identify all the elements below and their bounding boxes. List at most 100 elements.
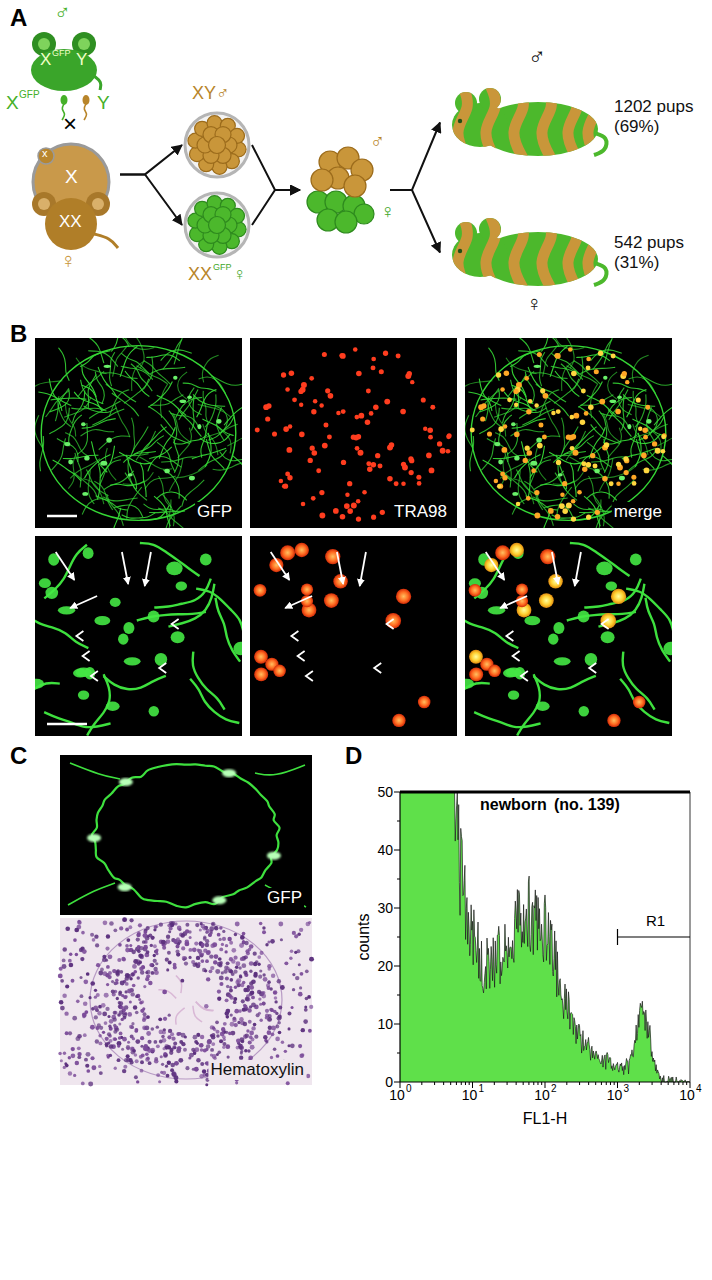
hematoxylin-section xyxy=(94,989,97,992)
gfp-network xyxy=(471,346,666,521)
gfp-cells xyxy=(45,587,58,599)
germ-cell-dots xyxy=(299,403,303,407)
hematoxylin-section xyxy=(136,994,140,998)
germ-cell-dots xyxy=(497,484,501,488)
gfp-cells xyxy=(193,652,225,710)
germ-cell-dots xyxy=(593,463,598,468)
germ-cell-dots xyxy=(588,404,593,409)
hematoxylin-section xyxy=(222,937,226,941)
hematoxylin-section xyxy=(117,1058,121,1062)
gfp-network xyxy=(107,508,121,528)
germ-cell-dots xyxy=(523,458,528,463)
germ-cell-dots xyxy=(380,510,385,515)
hematoxylin-section xyxy=(181,946,185,950)
cross-symbol: × xyxy=(63,110,77,138)
germ-cell-dots xyxy=(560,493,564,497)
hematoxylin-section xyxy=(262,930,266,934)
axes xyxy=(610,1082,611,1085)
gfp-network xyxy=(530,461,537,466)
gfp-network xyxy=(35,415,43,448)
gfp-network xyxy=(149,456,181,467)
germ-cell-dots xyxy=(417,481,422,486)
gfp-cells xyxy=(176,582,188,591)
axes xyxy=(461,1082,462,1085)
hematoxylin-section xyxy=(246,1029,249,1032)
hematoxylin-section xyxy=(148,1061,152,1065)
hematoxylin-section xyxy=(309,957,314,962)
hematoxylin-section xyxy=(295,976,299,980)
germ-cell-dots xyxy=(571,499,576,504)
germ-cell-dots xyxy=(543,393,549,399)
hematoxylin-section xyxy=(246,951,250,955)
gfp-cells xyxy=(110,598,121,607)
hematoxylin-section xyxy=(236,961,241,966)
germ-cell-dots xyxy=(643,435,648,440)
gfp-network xyxy=(96,496,128,510)
superscript: GFP xyxy=(213,262,232,272)
tick-label: 20 xyxy=(377,958,393,974)
germ-cell-dots xyxy=(446,434,451,439)
gfp-network xyxy=(566,366,597,384)
gfp-network xyxy=(554,379,579,404)
hematoxylin-section xyxy=(150,936,154,940)
hematoxylin-section xyxy=(219,926,223,930)
germ-cell-dots xyxy=(556,409,561,414)
pointer-arrows xyxy=(285,596,312,608)
hematoxylin-section xyxy=(132,1037,135,1040)
hematoxylin-section xyxy=(233,1000,237,1004)
gfp-network xyxy=(154,496,170,526)
gfp-network xyxy=(493,455,529,458)
hematoxylin-section xyxy=(125,982,129,986)
hematoxylin-section xyxy=(116,997,119,1000)
pointer-arrows xyxy=(271,552,394,681)
hematoxylin-section xyxy=(154,950,158,954)
hematoxylin-section xyxy=(273,990,278,995)
male-chimera-pup-figure xyxy=(440,85,610,160)
germ-cell-dots xyxy=(638,426,642,430)
hematoxylin-section xyxy=(177,926,182,931)
pointer-arrows xyxy=(552,552,558,584)
hematoxylin-section xyxy=(185,1066,189,1070)
gfp-network xyxy=(163,340,182,370)
gfp-network xyxy=(169,459,182,492)
germ-cell-dots xyxy=(310,446,315,451)
axes xyxy=(397,1053,400,1054)
channel-label: merge xyxy=(612,502,664,522)
axes xyxy=(533,1082,534,1085)
hematoxylin-section xyxy=(106,965,110,969)
hematoxylin-section xyxy=(129,944,132,947)
germ-cell-dots xyxy=(580,419,585,424)
hematoxylin-section xyxy=(102,957,107,962)
germ-cell-dots xyxy=(325,388,330,393)
hematoxylin-section xyxy=(73,1074,76,1077)
germ-cell-dots xyxy=(573,413,579,419)
gfp-network xyxy=(123,472,154,484)
pointer-arrows xyxy=(500,596,527,608)
hematoxylin-section xyxy=(127,1041,130,1044)
germ-cell-dots xyxy=(590,453,595,458)
germ-cell-dots xyxy=(327,434,332,439)
hematoxylin-section xyxy=(284,961,288,965)
hematoxylin-section xyxy=(79,976,82,979)
gfp-cells xyxy=(44,545,87,599)
hematoxylin-section xyxy=(298,963,301,966)
hematoxylin-section xyxy=(217,962,222,967)
gfp-network xyxy=(512,492,518,496)
hematoxylin-section xyxy=(140,1069,144,1073)
gfp-network xyxy=(613,383,647,391)
axes xyxy=(494,1082,495,1085)
germ-cell-dots xyxy=(528,399,533,404)
germ-cell-dots xyxy=(427,427,433,433)
germ-cell-dots xyxy=(566,503,572,509)
hematoxylin-section xyxy=(207,1039,212,1044)
hematoxylin-section xyxy=(65,1031,69,1035)
axes xyxy=(507,1082,508,1085)
hematoxylin-section xyxy=(153,944,157,948)
hematoxylin-section xyxy=(192,947,197,952)
axes xyxy=(450,1082,451,1085)
germ-cell-dots xyxy=(645,405,650,410)
gfp-network xyxy=(128,473,133,476)
germ-cell-dots xyxy=(568,347,573,352)
xx-embryo: XXGFP♀ xyxy=(182,190,252,260)
gfp-network xyxy=(590,384,597,418)
